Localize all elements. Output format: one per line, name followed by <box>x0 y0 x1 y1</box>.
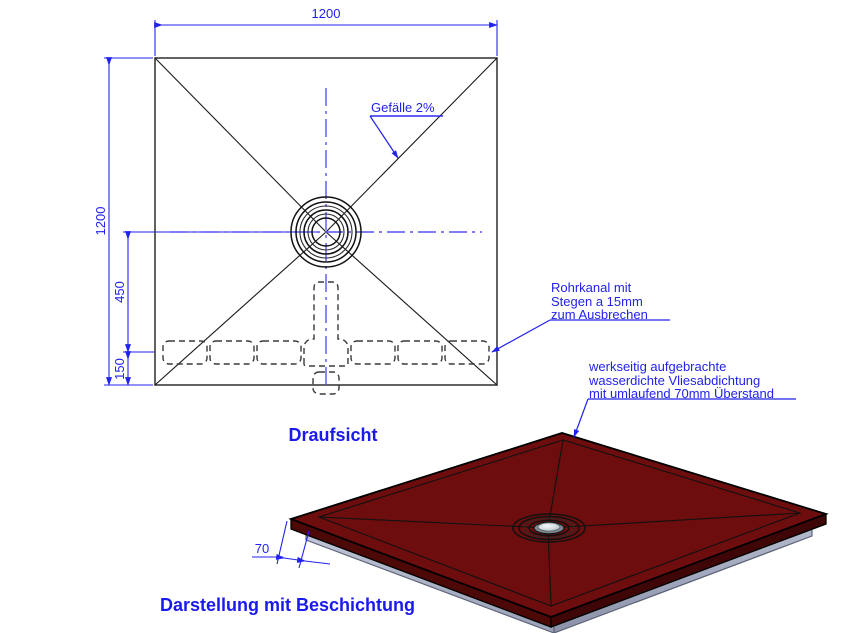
dimension-450-label: 450 <box>112 281 127 303</box>
annotation-membrane-line-1: werkseitig aufgebrachte <box>588 359 726 374</box>
iso-view-group: 70 werkseitig aufgebrachte wasserdichte … <box>160 359 829 633</box>
annotation-membrane-line-2: wasserdichte Vliesabdichtung <box>588 373 760 388</box>
annotation-slope-label: Gefälle 2% <box>371 100 435 115</box>
annotation-pipe-channel: Rohrkanal mit Stegen a 15mm zum Ausbrech… <box>491 280 670 353</box>
annotation-membrane: werkseitig aufgebrachte wasserdichte Vli… <box>573 359 796 438</box>
drain-iso-view <box>512 513 586 543</box>
dimension-height-1200: 1200 <box>93 57 153 386</box>
annotation-pipe-line-1: Rohrkanal mit <box>551 280 632 295</box>
iso-slope-fold-lines <box>318 439 801 607</box>
dimension-channel-150: 150 <box>112 351 131 386</box>
dimension-70-label: 70 <box>255 541 269 556</box>
dimension-width-1200: 1200 <box>154 6 498 56</box>
pipe-channel-breakouts <box>162 281 490 395</box>
drain-top-view <box>290 196 362 268</box>
dimension-width-label: 1200 <box>312 6 341 21</box>
annotation-slope: Gefälle 2% <box>369 100 443 159</box>
dimension-overhang-70: 70 <box>252 520 331 569</box>
dimension-150-label: 150 <box>112 358 127 380</box>
annotation-membrane-line-3: mit umlaufend 70mm Überstand <box>589 386 774 401</box>
top-view-group: 1200 1200 450 150 <box>93 6 670 445</box>
annotation-pipe-line-2: Stegen a 15mm <box>551 294 643 309</box>
annotation-pipe-line-3: zum Ausbrechen <box>551 307 648 322</box>
top-view-label: Draufsicht <box>288 425 377 445</box>
iso-view-label: Darstellung mit Beschichtung <box>160 595 415 615</box>
centerlines <box>170 88 482 385</box>
slope-fold-lines <box>154 57 498 386</box>
dimension-height-label: 1200 <box>93 207 108 236</box>
